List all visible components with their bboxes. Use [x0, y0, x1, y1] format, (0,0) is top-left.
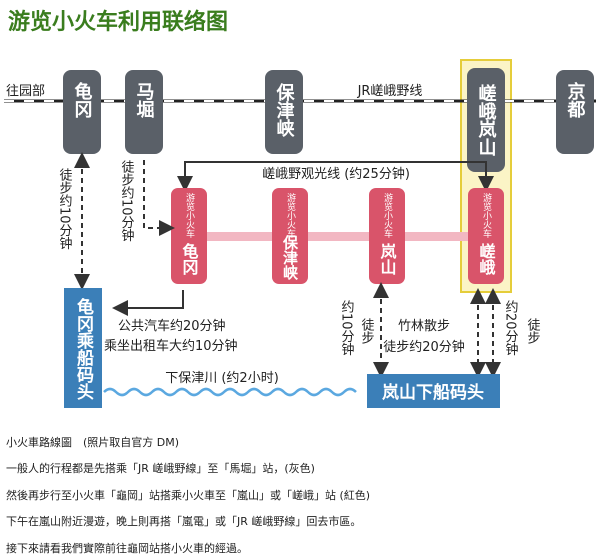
page-title: 游览小火车利用联络图 — [8, 10, 229, 35]
sightseeing-station-saga[interactable]: 游览小火车 嵯峨 — [468, 188, 504, 284]
walk-label-arashiyama-a: 约10分钟 — [339, 300, 355, 356]
jr-station-label: 马堀 — [134, 82, 155, 119]
sightseeing-station-kameoka[interactable]: 游览小火车 龟冈 — [171, 188, 207, 284]
jr-station-kameoka[interactable]: 龟冈 — [63, 70, 101, 154]
sightseeing-prefix: 游览小火车 — [184, 192, 195, 239]
jr-station-kyoto[interactable]: 京都 — [556, 70, 594, 154]
sightseeing-station-label: 龟冈 — [180, 242, 199, 276]
caption-line: 然後再步行至小火車「龜岡」站搭乘小火車至「嵐山」或「嵯峨」站 (紅色) — [6, 489, 371, 502]
sightseeing-station-arashiyama[interactable]: 游览小火车 岚山 — [369, 188, 405, 284]
sightseeing-track — [185, 232, 485, 241]
sightseeing-station-label: 保津峡 — [281, 234, 299, 281]
bus-label: 公共汽车约20分钟 — [118, 318, 226, 334]
jr-line-name: JR嵯峨野线 — [357, 84, 423, 99]
boat-pier-kameoka[interactable]: 龟冈乘船码头 — [64, 288, 102, 408]
jr-station-label: 龟冈 — [72, 81, 93, 118]
walk-label-kameoka: 徒步约10分钟 — [57, 168, 73, 250]
river-label: 下保津川 (约2小时) — [165, 371, 279, 386]
caption-line: 一般人的行程都是先搭乘「JR 嵯峨野線」至「馬堀」站，(灰色) — [6, 462, 315, 475]
jr-station-label: 京都 — [565, 81, 587, 118]
jr-station-umahori[interactable]: 马堀 — [125, 70, 163, 154]
sightseeing-prefix: 游览小火车 — [481, 192, 492, 239]
sightseeing-station-label: 岚山 — [378, 242, 397, 275]
walk-arrow-umahori — [143, 160, 175, 236]
hozugawa-river-line — [103, 387, 357, 397]
walk-label-arashiyama-b: 徒步 — [359, 318, 375, 344]
taxi-label: 乘坐出租车大约10分钟 — [104, 338, 238, 354]
bus-taxi-arrow — [112, 290, 184, 316]
sightseeing-station-label: 嵯峨 — [477, 242, 496, 276]
sightseeing-prefix: 游览小火车 — [382, 192, 393, 239]
sightseeing-route-arrow — [177, 161, 494, 192]
jr-station-saga-arashiyama[interactable]: 嵯峨岚山 — [467, 68, 505, 172]
bamboo-walk-label-1: 竹林散步 — [398, 319, 450, 334]
boat-pier-arashiyama[interactable]: 岚山下船码头 — [367, 374, 500, 408]
caption-line: 接下來請看我們實際前往龜岡站搭小火車的經過。 — [6, 542, 248, 555]
bamboo-walk-label-2: 徒步约20分钟 — [383, 339, 465, 355]
sightseeing-station-hozukyo[interactable]: 游览小火车 保津峡 — [272, 188, 308, 284]
jr-station-label: 嵯峨岚山 — [476, 83, 497, 157]
route-diagram: 往园部 JR嵯峨野线 龟冈 马堀 保津峡 嵯峨岚山 京都 嵯峨野观光线 (约25… — [4, 59, 596, 408]
boat-pier-label: 龟冈乘船码头 — [73, 297, 95, 401]
walk-label-saga-a: 约20分钟 — [503, 300, 519, 356]
caption-line: 小火車路線圖 (照片取自官方 DM) — [6, 436, 180, 449]
walk-label-umahori: 徒步约10分钟 — [119, 160, 135, 242]
caption-line: 下午在嵐山附近漫遊，晚上則再搭「嵐電」或「JR 嵯峨野線」回去市區。 — [6, 515, 362, 528]
jr-direction-label: 往园部 — [6, 84, 45, 99]
boat-pier-label: 岚山下船码头 — [382, 382, 484, 403]
jr-station-hozukyo[interactable]: 保津峡 — [265, 70, 303, 154]
sightseeing-line-name: 嵯峨野观光线 (约25分钟) — [262, 166, 410, 182]
sightseeing-prefix: 游览小火车 — [285, 192, 296, 239]
walk-label-saga-b: 徒步 — [525, 318, 541, 344]
jr-station-label: 保津峡 — [274, 82, 296, 138]
